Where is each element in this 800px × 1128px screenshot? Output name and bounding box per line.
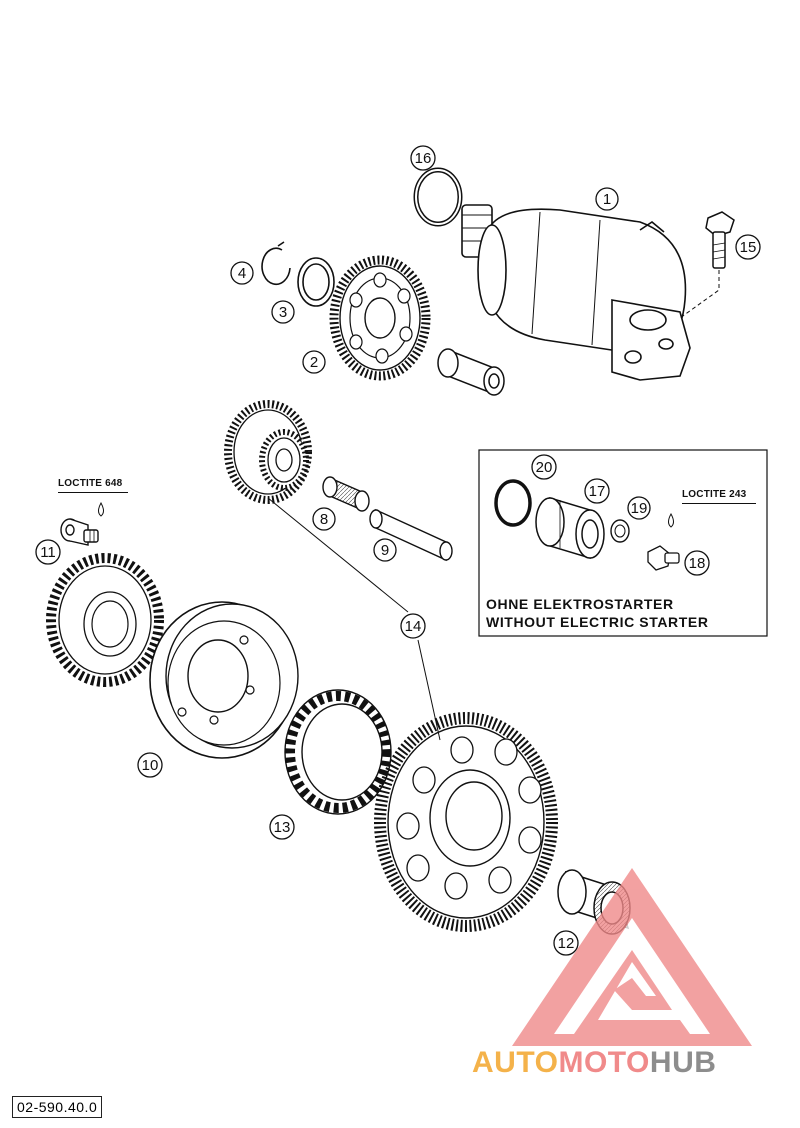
callout-10: 10: [137, 752, 163, 778]
watermark-text: AUTOMOTOHUB: [472, 1046, 716, 1080]
callout-9: 9: [373, 538, 397, 562]
callout-12-text: 12: [558, 935, 575, 952]
sleeve: [437, 348, 505, 396]
screw-part-11: [60, 518, 99, 546]
callout-8: 8: [312, 507, 336, 531]
callout-18-text: 18: [689, 555, 706, 572]
callout-20: 20: [531, 454, 557, 480]
starter-motor: [461, 204, 691, 381]
watermark-logo-triangle: [512, 868, 752, 1046]
inset-box: [478, 449, 768, 637]
callout-4-text: 4: [238, 265, 246, 282]
callout-14: 14: [400, 613, 426, 639]
loctite-243-underline: [682, 503, 756, 504]
watermark-auto: AUTO: [472, 1046, 559, 1079]
callout-13-text: 13: [274, 819, 291, 836]
loctite-drop-648: [98, 501, 104, 517]
callout-2: 2: [302, 350, 326, 374]
washer-part-3: [297, 257, 335, 307]
callout-20-text: 20: [536, 459, 553, 476]
callout-18: 18: [684, 550, 710, 576]
callout-19: 19: [627, 496, 651, 520]
callout-9-text: 9: [381, 542, 389, 559]
callout-15: 15: [735, 234, 761, 260]
primary-gear: [46, 553, 164, 687]
leader-line-14: [267, 497, 441, 741]
loctite-243-label: LOCTITE 243: [682, 489, 747, 500]
callout-16: 16: [410, 145, 436, 171]
callout-1: 1: [595, 187, 619, 211]
watermark-hub: HUB: [649, 1046, 717, 1079]
inset-title-de: OHNE ELEKTROSTARTER: [486, 596, 674, 612]
callout-12: 12: [553, 930, 579, 956]
freewheel-part-13: [284, 689, 392, 815]
loctite-648-underline: [58, 492, 128, 493]
pin-part-9: [369, 508, 453, 562]
inset-title-en: WITHOUT ELECTRIC STARTER: [486, 614, 709, 630]
callout-11-text: 11: [40, 544, 56, 561]
callout-10-text: 10: [142, 757, 159, 774]
circlip-part-4: [261, 241, 291, 286]
bolt-part-15: [679, 211, 735, 319]
watermark-moto: MOTO: [558, 1046, 650, 1079]
part-code: 02-590.40.0: [12, 1096, 103, 1118]
callout-19-text: 19: [631, 500, 648, 517]
intermediate-gear-part-2: [329, 255, 431, 381]
callout-3-text: 3: [279, 304, 287, 321]
callout-3: 3: [271, 300, 295, 324]
callout-16-text: 16: [415, 150, 432, 167]
freewheel-housing-part-10: [149, 601, 299, 759]
needle-bearing-part-8: [322, 476, 370, 512]
callout-14-text: 14: [405, 618, 422, 635]
callout-15-text: 15: [740, 239, 757, 256]
callout-13: 13: [269, 814, 295, 840]
loctite-648-label: LOCTITE 648: [58, 478, 123, 489]
double-gear-upper: [224, 400, 312, 504]
callout-11: 11: [35, 539, 61, 565]
callout-4: 4: [230, 261, 254, 285]
callout-17: 17: [584, 478, 610, 504]
callout-17-text: 17: [589, 483, 606, 500]
callout-2-text: 2: [310, 354, 318, 371]
callout-8-text: 8: [320, 511, 328, 528]
o-ring-part-16: [413, 167, 463, 227]
starter-gear-large: [374, 712, 558, 932]
callout-1-text: 1: [603, 191, 611, 208]
